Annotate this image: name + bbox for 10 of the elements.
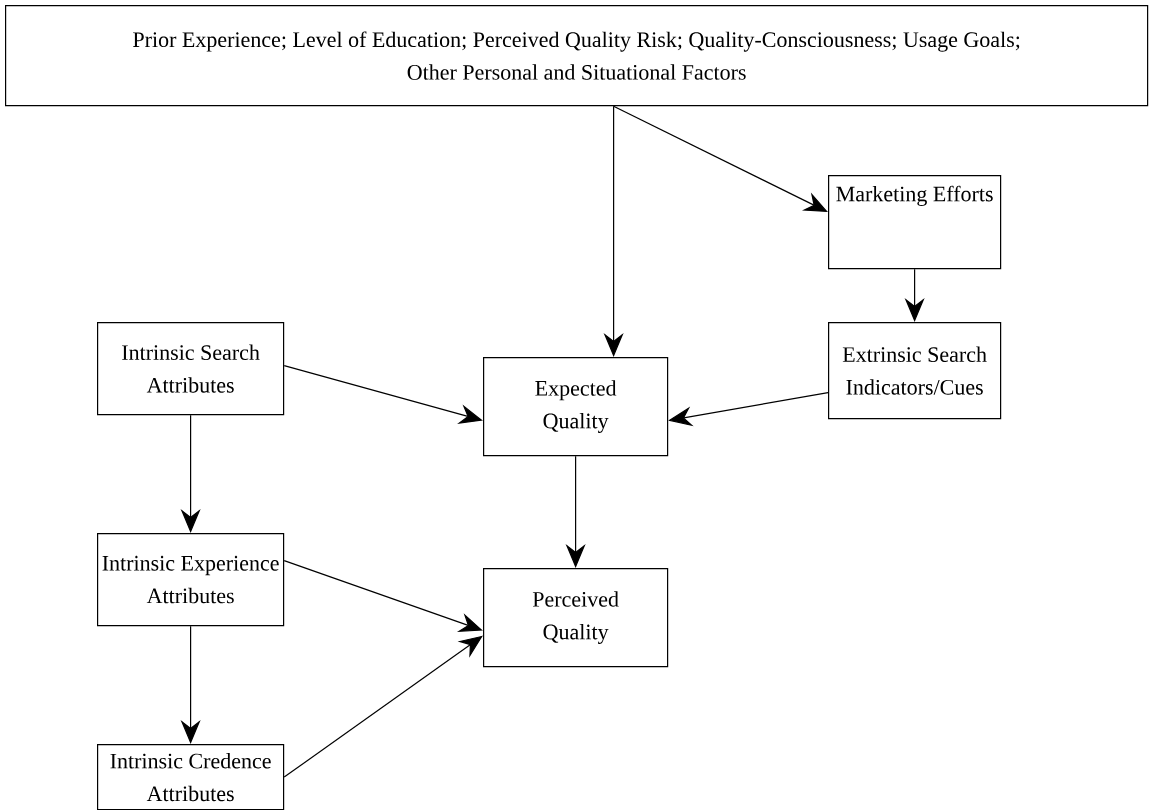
box: Prior Experience; Level of Education; Perceived Quality Risk; Quality-Consciousness; Usage Goals; Other Personal and Situational Factors [5,5,1149,107]
box: Expected Quality [483,357,669,457]
box: Intrinsic Experience Attributes [97,533,285,627]
box: Marketing Efforts [828,175,1002,270]
arrow [283,365,483,424]
box: Extrinsic Search Indicators/Cues [828,322,1002,420]
box: Intrinsic Search Attributes [97,322,285,416]
arrow [283,635,483,778]
box: Intrinsic Credence Attributes [97,744,285,810]
box: Perceived Quality [483,568,669,668]
